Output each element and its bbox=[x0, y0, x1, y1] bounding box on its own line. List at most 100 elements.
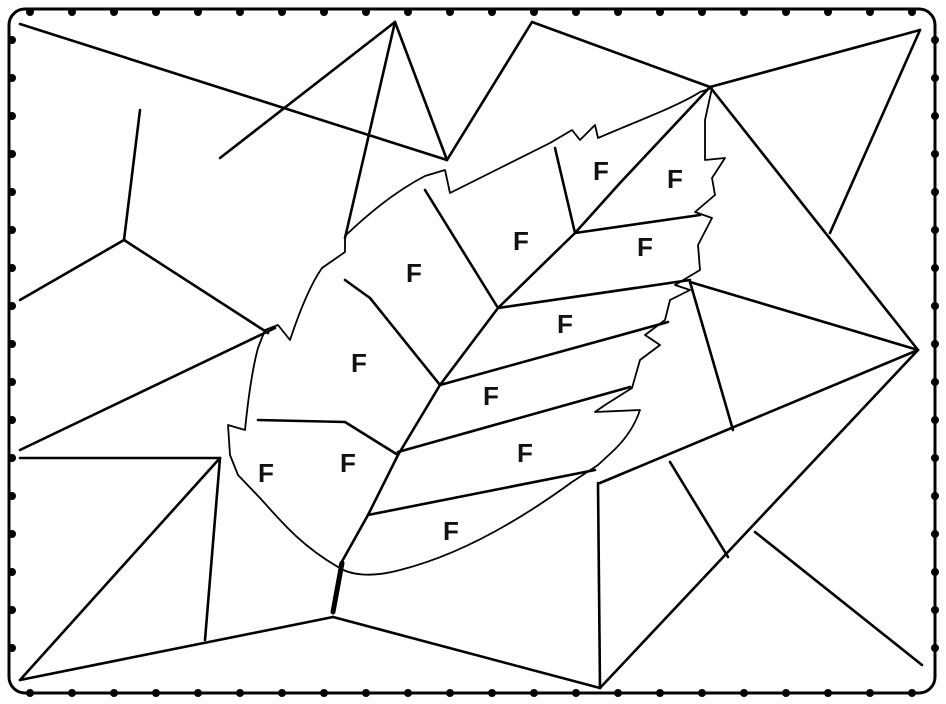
region-label: F bbox=[637, 232, 653, 262]
border-dot bbox=[931, 416, 939, 424]
mosaic-line bbox=[20, 240, 124, 300]
leaf-stem bbox=[333, 563, 342, 612]
region-label: F bbox=[667, 164, 683, 194]
border-dot bbox=[362, 689, 370, 697]
border-dot bbox=[488, 8, 496, 16]
border-dot bbox=[614, 8, 622, 16]
border-dot bbox=[8, 378, 16, 386]
border-dot bbox=[782, 689, 790, 697]
mosaic-line bbox=[830, 30, 920, 233]
border-dot bbox=[530, 8, 538, 16]
mosaic-line bbox=[124, 110, 140, 240]
border-dot bbox=[908, 8, 916, 16]
mosaic-line bbox=[532, 22, 710, 87]
border-dot bbox=[446, 8, 454, 16]
border-dot bbox=[931, 302, 939, 310]
border-dot bbox=[931, 150, 939, 158]
leaf-vein bbox=[258, 420, 398, 455]
border-dot bbox=[236, 689, 244, 697]
border-dot bbox=[931, 378, 939, 386]
border-dot bbox=[8, 150, 16, 158]
border-dot bbox=[194, 689, 202, 697]
border-dot bbox=[488, 689, 496, 697]
mosaic-line bbox=[710, 30, 920, 87]
mosaic-line bbox=[333, 617, 600, 688]
border-dot bbox=[320, 8, 328, 16]
border-dot bbox=[572, 689, 580, 697]
mosaic-line bbox=[755, 532, 922, 665]
mosaic-line bbox=[447, 22, 532, 160]
border-dot bbox=[931, 492, 939, 500]
border-dot bbox=[68, 689, 76, 697]
region-label: F bbox=[406, 258, 422, 288]
border-dot bbox=[8, 36, 16, 44]
mosaic-line bbox=[395, 22, 447, 160]
border-dot bbox=[656, 8, 664, 16]
border-dot bbox=[698, 689, 706, 697]
border-dot bbox=[404, 689, 412, 697]
leaf-region-labels: F F F F F F F F F F F F F bbox=[258, 156, 683, 546]
border-dot bbox=[194, 8, 202, 16]
border-dot bbox=[8, 302, 16, 310]
mosaic-line bbox=[690, 282, 733, 430]
border-dot bbox=[740, 8, 748, 16]
border-dot bbox=[8, 226, 16, 234]
border-dot bbox=[8, 74, 16, 82]
region-label: F bbox=[443, 516, 459, 546]
mosaic-line bbox=[20, 24, 447, 160]
leaf-outline bbox=[228, 88, 725, 575]
border-dot bbox=[572, 8, 580, 16]
border-dot bbox=[8, 112, 16, 120]
border-dot bbox=[931, 188, 939, 196]
border-dot bbox=[110, 8, 118, 16]
border-dot bbox=[278, 689, 286, 697]
border-dot bbox=[8, 568, 16, 576]
border-dot bbox=[931, 112, 939, 120]
border-dot bbox=[931, 644, 939, 652]
leaf-vein bbox=[368, 470, 595, 515]
mosaic-line bbox=[124, 240, 268, 333]
border-dot bbox=[824, 8, 832, 16]
mosaic-line bbox=[598, 483, 600, 688]
border-dot bbox=[110, 689, 118, 697]
leaf-vein bbox=[555, 148, 575, 233]
border-dot bbox=[931, 568, 939, 576]
border-dot bbox=[446, 689, 454, 697]
leaf-vein bbox=[575, 215, 700, 233]
border-dot bbox=[8, 416, 16, 424]
border-dot bbox=[8, 454, 16, 462]
border-dot bbox=[782, 8, 790, 16]
mosaic-line bbox=[600, 350, 918, 688]
border-dot bbox=[931, 530, 939, 538]
border-dot bbox=[656, 689, 664, 697]
region-label: F bbox=[593, 156, 609, 186]
border-dot bbox=[824, 689, 832, 697]
mosaic-line bbox=[205, 458, 220, 640]
border-dot bbox=[931, 74, 939, 82]
border-dot bbox=[931, 36, 939, 44]
border-dot bbox=[698, 8, 706, 16]
border-dot bbox=[404, 8, 412, 16]
region-label: F bbox=[517, 438, 533, 468]
border-dot bbox=[26, 8, 34, 16]
border-dot bbox=[320, 689, 328, 697]
border-dot bbox=[740, 689, 748, 697]
region-label: F bbox=[258, 458, 274, 488]
border-dot bbox=[908, 689, 916, 697]
mosaic-line bbox=[670, 462, 728, 557]
page-frame bbox=[9, 9, 935, 693]
border-dot bbox=[8, 264, 16, 272]
border-dot bbox=[931, 606, 939, 614]
region-label: F bbox=[557, 309, 573, 339]
border-dot bbox=[931, 226, 939, 234]
border-dot bbox=[866, 689, 874, 697]
region-label: F bbox=[340, 448, 356, 478]
border-dot bbox=[8, 530, 16, 538]
region-label: F bbox=[513, 226, 529, 256]
mosaic-line bbox=[690, 282, 918, 350]
border-dot bbox=[8, 606, 16, 614]
border-dot bbox=[866, 8, 874, 16]
border-dot bbox=[362, 8, 370, 16]
border-dot bbox=[530, 689, 538, 697]
border-dot bbox=[278, 8, 286, 16]
